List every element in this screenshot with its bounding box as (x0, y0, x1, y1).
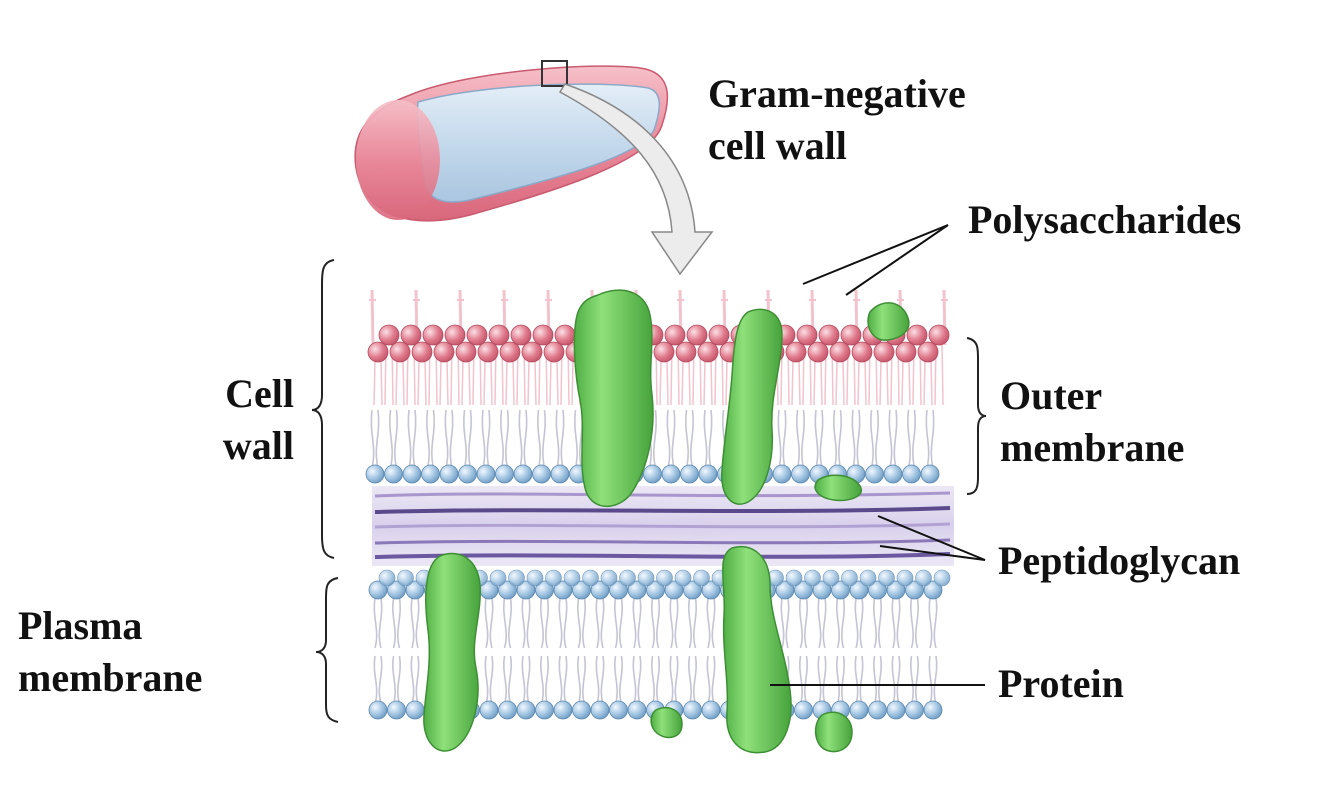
protein-outer-4 (814, 474, 863, 502)
plasma-membrane-line-1: Plasma (18, 603, 143, 648)
title-line-1: Gram-negative (708, 71, 966, 116)
cell-wall-bracket (311, 259, 335, 559)
protein-outer-3 (867, 302, 910, 341)
cell-wall-label: Cell wall (194, 368, 294, 472)
outer-membrane-line-2: membrane (1000, 425, 1185, 470)
plasma-membrane-label: Plasma membrane (18, 600, 202, 704)
protein-plasma-3 (814, 711, 853, 753)
plasma-membrane-line-2: membrane (18, 655, 203, 700)
plasma-membrane-bracket (315, 577, 339, 723)
title-label: Gram-negative cell wall (708, 68, 966, 172)
peptidoglycan-leader-2 (879, 545, 986, 561)
outer-membrane-label: Outer membrane (1000, 370, 1184, 474)
protein-label: Protein (998, 661, 1124, 706)
zoom-arrow (558, 83, 714, 276)
protein-outer-1 (573, 289, 654, 508)
outer-membrane-lps-layer (367, 289, 950, 406)
cell-wall-line-2: wall (222, 423, 294, 468)
peptidoglycan-label: Peptidoglycan (998, 538, 1241, 583)
protein-outer-2 (721, 308, 783, 505)
outer-membrane-bracket (966, 337, 987, 495)
outer-membrane-line-1: Outer (1000, 373, 1103, 418)
polysaccharides-leader-1 (802, 224, 949, 285)
bacterium-illustration (354, 60, 714, 276)
protein-plasma-4 (650, 706, 683, 739)
polysaccharides-leader-2 (845, 224, 949, 296)
peptidoglycan-leader-1 (877, 515, 986, 561)
title-line-2: cell wall (708, 123, 847, 168)
polysaccharides-label: Polysaccharides (968, 197, 1242, 242)
cell-wall-line-1: Cell (225, 371, 294, 416)
zoom-box (541, 60, 568, 87)
protein-plasma-1 (423, 552, 481, 752)
protein-plasma-2 (721, 545, 792, 754)
